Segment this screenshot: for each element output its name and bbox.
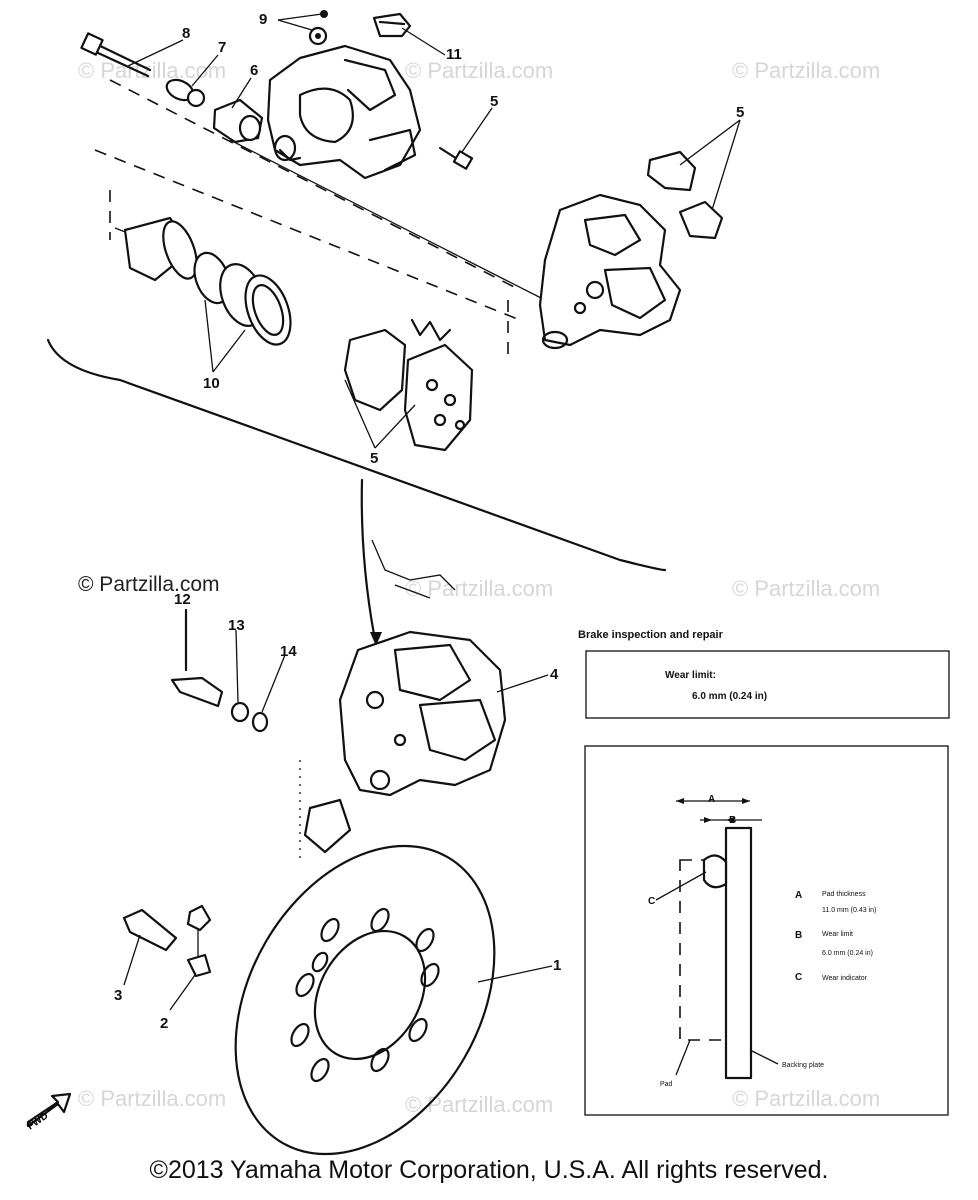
pad-label: Pad <box>660 1081 673 1088</box>
caliper-upper-part <box>266 44 422 180</box>
callout-2: 2 <box>160 1015 168 1032</box>
bracket-sketch <box>371 539 456 599</box>
watermark: © Partzilla.com <box>405 576 553 601</box>
legend-b-line2: 6.0 mm (0.24 in) <box>822 950 873 957</box>
legend-b-line1: Wear limit <box>822 931 853 938</box>
cap-part-6 <box>212 98 264 144</box>
watermark: © Partzilla.com <box>78 58 226 83</box>
disc-bolt-holes <box>290 907 440 1083</box>
legend-c-line1: Wear indicator <box>822 975 868 982</box>
bolt-part-8 <box>80 32 152 78</box>
assembly-arrow <box>360 478 382 646</box>
callout-8: 8 <box>182 25 190 42</box>
brake-pads-part-5 <box>343 318 474 452</box>
callout-3: 3 <box>114 987 122 1004</box>
callout-5-b: 5 <box>736 104 744 121</box>
dim-a-label: A <box>708 794 715 805</box>
callout-9: 9 <box>259 11 267 28</box>
watermark: © Partzilla.com <box>405 1092 553 1117</box>
leader-lines <box>123 13 741 1011</box>
legend-a-line2: 11.0 mm (0.43 in) <box>822 907 876 914</box>
bleed-screw-part-7 <box>165 78 206 108</box>
legend-key-c: C <box>795 972 802 983</box>
group-bracket <box>46 338 667 572</box>
watermark-dark: © Partzilla.com <box>78 573 220 596</box>
watermark: © Partzilla.com <box>405 58 553 83</box>
inspection-panel: Brake inspection and repair Wear limit: … <box>578 629 950 719</box>
watermark-group: © Partzilla.com © Partzilla.com © Partzi… <box>78 58 880 1117</box>
screw-part-5 <box>438 146 474 170</box>
wear-limit-label: Wear limit: <box>665 670 716 681</box>
backing-plate-shape <box>724 826 753 1080</box>
callout-14: 14 <box>280 643 297 660</box>
washer-part-9 <box>308 10 328 46</box>
washer-part-2 <box>186 904 212 978</box>
watermark: © Partzilla.com <box>732 1086 880 1111</box>
callout-4: 4 <box>550 666 559 683</box>
dim-b-label: B <box>729 815 736 826</box>
pad-diagram: A B C A Pad thickness 11.0 mm (0.43 in) … <box>584 745 949 1116</box>
bolt-part-3 <box>122 908 178 952</box>
pad-diagram-frame <box>584 745 949 1116</box>
assembly-guide-lines <box>94 79 546 360</box>
inspection-title: Brake inspection and repair <box>578 629 724 641</box>
callout-1: 1 <box>553 957 561 974</box>
callout-5-a: 5 <box>490 93 498 110</box>
caliper-assembly-part-4 <box>338 630 507 797</box>
callout-12: 12 <box>174 591 191 608</box>
wear-limit-box <box>585 650 950 719</box>
legend-key-a: A <box>795 890 802 901</box>
legend-key-b: B <box>795 930 802 941</box>
callout-10: 10 <box>203 375 220 392</box>
callout-labels: 8 7 6 9 11 5 5 10 5 12 13 14 4 1 3 2 <box>114 11 744 1032</box>
brake-disc-part-1 <box>234 844 496 1156</box>
legend-a-line1: Pad thickness <box>822 891 866 898</box>
bracket-lower <box>303 798 352 854</box>
wear-indicator-shape <box>702 854 728 889</box>
callout-11: 11 <box>446 46 462 63</box>
washer-part-14 <box>251 711 269 733</box>
dim-c-label: C <box>648 896 655 907</box>
washer-part-13 <box>230 701 250 723</box>
wear-limit-value: 6.0 mm (0.24 in) <box>692 691 767 702</box>
callout-6: 6 <box>250 62 258 79</box>
pad-clips-part-5 <box>646 150 724 240</box>
callout-5-c: 5 <box>370 450 378 467</box>
callout-7: 7 <box>218 39 226 56</box>
piston-seals-part-10 <box>123 216 292 346</box>
copyright-notice: ©2013 Yamaha Motor Corporation, U.S.A. A… <box>149 1156 829 1184</box>
bolt-part-12 <box>170 608 224 708</box>
caliper-support <box>538 193 682 350</box>
watermark: © Partzilla.com <box>78 1086 226 1111</box>
callout-13: 13 <box>228 617 245 634</box>
watermark: © Partzilla.com <box>732 576 880 601</box>
pad-clip-part-11 <box>372 12 412 38</box>
fwd-arrow-icon: FWD <box>25 1092 72 1132</box>
backing-plate-label: Backing plate <box>782 1062 824 1069</box>
watermark: © Partzilla.com <box>732 58 880 83</box>
